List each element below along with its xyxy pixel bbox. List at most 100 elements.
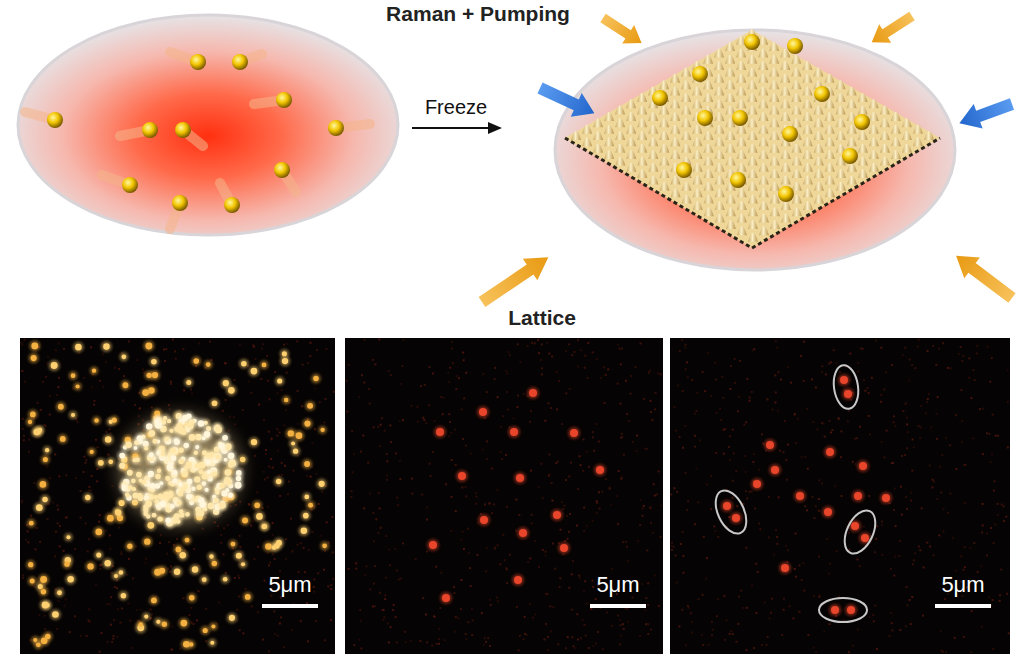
noise-pixel [964,502,966,504]
noise-pixel [840,430,842,432]
noise-pixel [644,609,646,611]
lattice-peak [758,99,768,108]
atom-spot-glow [289,440,297,448]
noise-pixel [596,512,598,514]
noise-pixel [411,478,413,480]
noise-pixel [717,598,719,600]
noise-pixel [558,542,560,544]
noise-pixel [465,445,467,447]
noise-pixel [660,505,662,507]
noise-pixel [279,495,281,497]
lattice-peak [715,163,725,172]
noise-pixel [268,651,270,653]
noise-pixel [679,350,681,352]
atom-spot [41,589,47,595]
noise-pixel [211,359,213,361]
noise-pixel [671,549,673,551]
noise-pixel [708,644,710,646]
noise-pixel [111,572,113,574]
noise-pixel [875,538,877,540]
noise-pixel [940,491,942,493]
noise-pixel [618,470,620,472]
noise-pixel [395,452,397,454]
atom-spot [42,602,49,609]
noise-pixel [752,349,754,351]
lattice-peak [858,93,868,102]
noise-pixel [807,634,809,636]
noise-pixel [682,572,684,574]
noise-pixel [353,453,355,455]
noise-pixel [172,339,174,341]
noise-pixel [286,372,288,374]
noise-pixel [471,608,473,610]
noise-pixel [484,637,486,639]
noise-pixel [518,514,520,516]
noise-pixel [901,514,903,516]
noise-pixel [768,536,770,538]
lattice-peak [769,55,779,64]
noise-pixel [313,591,315,593]
lattice-peak [780,87,790,96]
lattice-peak [814,131,824,140]
noise-pixel [905,496,907,498]
noise-pixel [722,397,724,399]
noise-pixel [991,453,993,455]
lattice-peak [626,137,636,146]
noise-pixel [917,346,919,348]
noise-pixel [55,349,57,351]
atom [697,110,713,126]
noise-pixel [465,486,467,488]
noise-pixel [505,567,507,569]
noise-pixel [74,615,76,617]
noise-pixel [742,607,744,609]
noise-pixel [1003,505,1005,507]
noise-pixel [268,564,270,566]
noise-pixel [675,554,677,556]
noise-pixel [102,386,104,388]
noise-pixel [309,476,311,478]
noise-pixel [746,378,748,380]
noise-pixel [939,466,941,468]
lattice-peak [736,87,746,96]
atom [142,122,158,138]
noise-pixel [733,452,735,454]
noise-pixel [110,596,112,598]
noise-pixel [619,348,621,350]
noise-pixel [577,365,579,367]
noise-pixel [496,596,498,598]
atom-spot [251,368,258,375]
noise-pixel [794,413,796,415]
noise-pixel [490,604,492,606]
noise-pixel [293,470,295,472]
noise-pixel [538,486,540,488]
noise-pixel [721,376,723,378]
noise-pixel [460,579,462,581]
noise-pixel [450,432,452,434]
lattice-peak [824,74,834,83]
noise-pixel [997,435,999,437]
noise-pixel [681,609,683,611]
lattice-peak [703,80,713,89]
noise-pixel [283,344,285,346]
noise-pixel [59,525,61,527]
lattice-peak [792,144,802,153]
noise-pixel [373,540,375,542]
atom [787,38,803,54]
noise-pixel [570,462,572,464]
noise-pixel [389,424,391,426]
noise-pixel [559,586,561,588]
noise-pixel [76,421,78,423]
noise-pixel [436,643,438,645]
lattice-peak [593,144,603,153]
lattice-peak [891,125,901,134]
noise-pixel [645,623,647,625]
noise-pixel [823,423,825,425]
noise-pixel [775,391,777,393]
noise-pixel [723,595,725,597]
noise-pixel [139,408,141,410]
noise-pixel [502,534,504,536]
noise-pixel [234,379,236,381]
lattice-peak [770,118,780,127]
lattice-peak [737,150,747,159]
noise-pixel [460,539,462,541]
